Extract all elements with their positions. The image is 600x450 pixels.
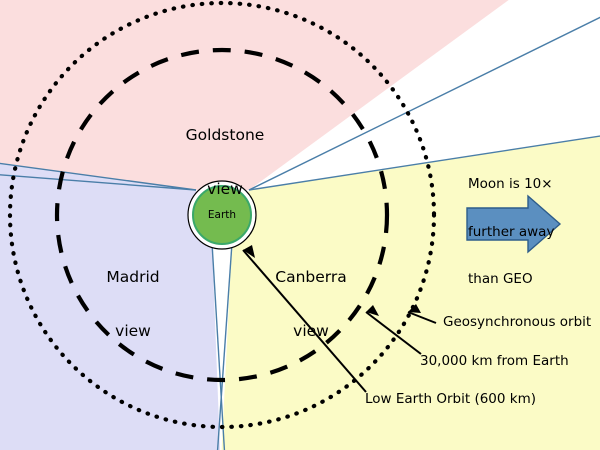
moon-note-line3: than GEO xyxy=(468,271,533,288)
earth-label: Earth xyxy=(207,209,237,221)
canberra-label-line1: Canberra xyxy=(275,267,347,286)
moon-distance-note: Moon is 10× further away than GEO xyxy=(468,145,598,320)
boundary-goldstone-right xyxy=(248,16,600,191)
earth-circle xyxy=(192,185,252,245)
goldstone-label-line2: view xyxy=(207,180,243,199)
wedge-goldstone xyxy=(0,0,509,190)
geo-distance-annotation: 30,000 km from Earth xyxy=(420,353,569,369)
leader-geo-orbit xyxy=(407,311,437,324)
boundary-madrid-top xyxy=(0,174,197,191)
moon-note-line2: further away xyxy=(468,223,555,240)
leader-arrowhead-geo-distance xyxy=(366,305,379,316)
goldstone-view-label: Goldstone view xyxy=(155,89,295,235)
geosynchronous-orbit-annotation: Geosynchronous orbit xyxy=(443,314,592,330)
leader-arrowhead-geo-orbit xyxy=(408,304,421,313)
madrid-label-line2: view xyxy=(115,322,151,341)
annotation-leaders xyxy=(242,245,437,393)
low-earth-orbit-annotation: Low Earth Orbit (600 km) xyxy=(365,391,537,407)
moon-direction-arrow xyxy=(466,194,562,254)
outer-dotted-orbit-circle xyxy=(7,0,437,430)
leader-low-earth-orbit xyxy=(242,249,367,393)
canberra-label-line2: view xyxy=(293,322,329,341)
boundary-madrid-right xyxy=(211,242,226,450)
boundary-goldstone-left xyxy=(0,162,197,191)
madrid-label-line1: Madrid xyxy=(106,267,160,286)
boundary-canberra-top xyxy=(248,135,600,191)
canberra-view-label: Canberra view xyxy=(241,231,381,377)
wedge-madrid xyxy=(0,163,221,450)
moon-note-line1: Moon is 10× xyxy=(468,175,553,192)
boundary-canberra-left xyxy=(216,242,233,450)
madrid-view-label: Madrid view xyxy=(63,231,203,377)
leader-arrowhead-leo xyxy=(243,245,255,258)
goldstone-label-line1: Goldstone xyxy=(185,125,265,144)
leader-geo-distance xyxy=(365,311,422,355)
geosynchronous-orbit-circle xyxy=(54,47,390,383)
